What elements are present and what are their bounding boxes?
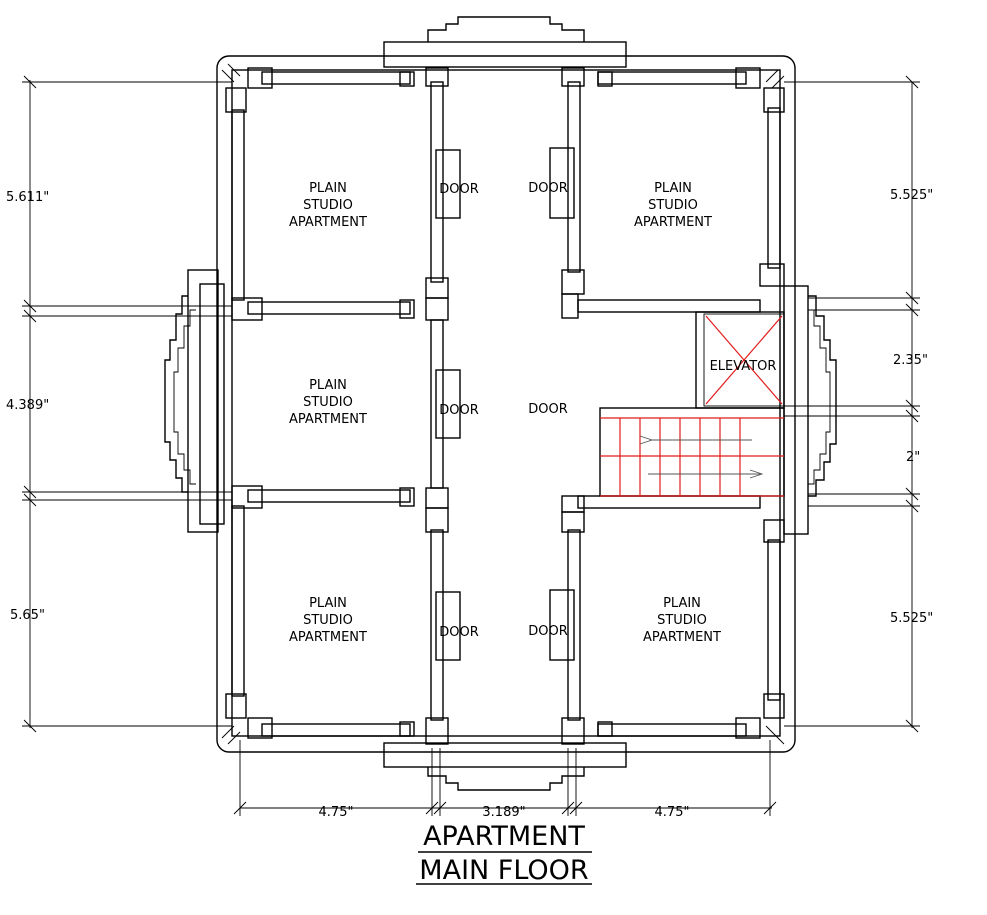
dimension-label-left-top: 5.611" bbox=[6, 190, 49, 205]
room-label-line: STUDIO bbox=[657, 613, 707, 628]
room-partitions bbox=[225, 67, 785, 739]
room-label-line: PLAIN bbox=[309, 181, 347, 196]
outer-walls bbox=[216, 55, 796, 753]
staircase bbox=[599, 407, 785, 497]
dimension-label-left-bottom: 5.65" bbox=[10, 608, 45, 623]
title-line-1: APARTMENT bbox=[423, 821, 585, 852]
dimension-label-left-middle: 4.389" bbox=[6, 398, 49, 413]
door-leaves bbox=[435, 147, 575, 661]
dimension-label-right-stairs: 2" bbox=[906, 450, 920, 465]
room-label-line: APARTMENT bbox=[643, 630, 721, 645]
room-label-bottom-left: PLAIN STUDIO APARTMENT bbox=[289, 596, 367, 645]
door-label-middle-left: DOOR bbox=[439, 403, 479, 418]
door-label-corridor: DOOR bbox=[528, 402, 568, 417]
room-label-line: PLAIN bbox=[663, 596, 701, 611]
corridor-walls bbox=[425, 67, 585, 745]
drawing-title: APARTMENT MAIN FLOOR bbox=[416, 821, 592, 886]
dimension-label-bottom-right: 4.75" bbox=[655, 805, 690, 820]
door-label-bottom-left: DOOR bbox=[439, 625, 479, 640]
room-label-line: PLAIN bbox=[309, 378, 347, 393]
left-bay-window bbox=[164, 269, 225, 533]
dimension-label-right-top: 5.525" bbox=[890, 188, 933, 203]
room-label-line: STUDIO bbox=[303, 198, 353, 213]
room-label-line: APARTMENT bbox=[289, 215, 367, 230]
elevator-label: ELEVATOR bbox=[710, 359, 777, 374]
title-line-2: MAIN FLOOR bbox=[419, 855, 588, 886]
room-label-line: STUDIO bbox=[303, 395, 353, 410]
room-label-line: PLAIN bbox=[654, 181, 692, 196]
room-label-line: APARTMENT bbox=[289, 412, 367, 427]
room-label-line: APARTMENT bbox=[634, 215, 712, 230]
dimension-label-right-elevator: 2.35" bbox=[893, 353, 928, 368]
right-bay-window bbox=[783, 285, 837, 535]
door-label-bottom-right: DOOR bbox=[528, 624, 568, 639]
room-label-line: STUDIO bbox=[303, 613, 353, 628]
room-label-line: STUDIO bbox=[648, 198, 698, 213]
room-label-middle-left: PLAIN STUDIO APARTMENT bbox=[289, 378, 367, 427]
dimension-label-bottom-left: 4.75" bbox=[319, 805, 354, 820]
room-label-top-left: PLAIN STUDIO APARTMENT bbox=[289, 181, 367, 230]
dimension-label-right-bottom: 5.525" bbox=[890, 611, 933, 626]
door-label-top-right: DOOR bbox=[528, 181, 568, 196]
room-label-line: APARTMENT bbox=[289, 630, 367, 645]
room-label-line: PLAIN bbox=[309, 596, 347, 611]
entrance-slabs bbox=[383, 16, 627, 791]
room-label-bottom-right: PLAIN STUDIO APARTMENT bbox=[643, 596, 721, 645]
room-label-top-right: PLAIN STUDIO APARTMENT bbox=[634, 181, 712, 230]
door-label-top-left: DOOR bbox=[439, 182, 479, 197]
dimension-lines bbox=[22, 75, 920, 816]
dimension-label-bottom-corridor: 3.189" bbox=[482, 805, 525, 820]
corner-braces bbox=[221, 63, 785, 745]
